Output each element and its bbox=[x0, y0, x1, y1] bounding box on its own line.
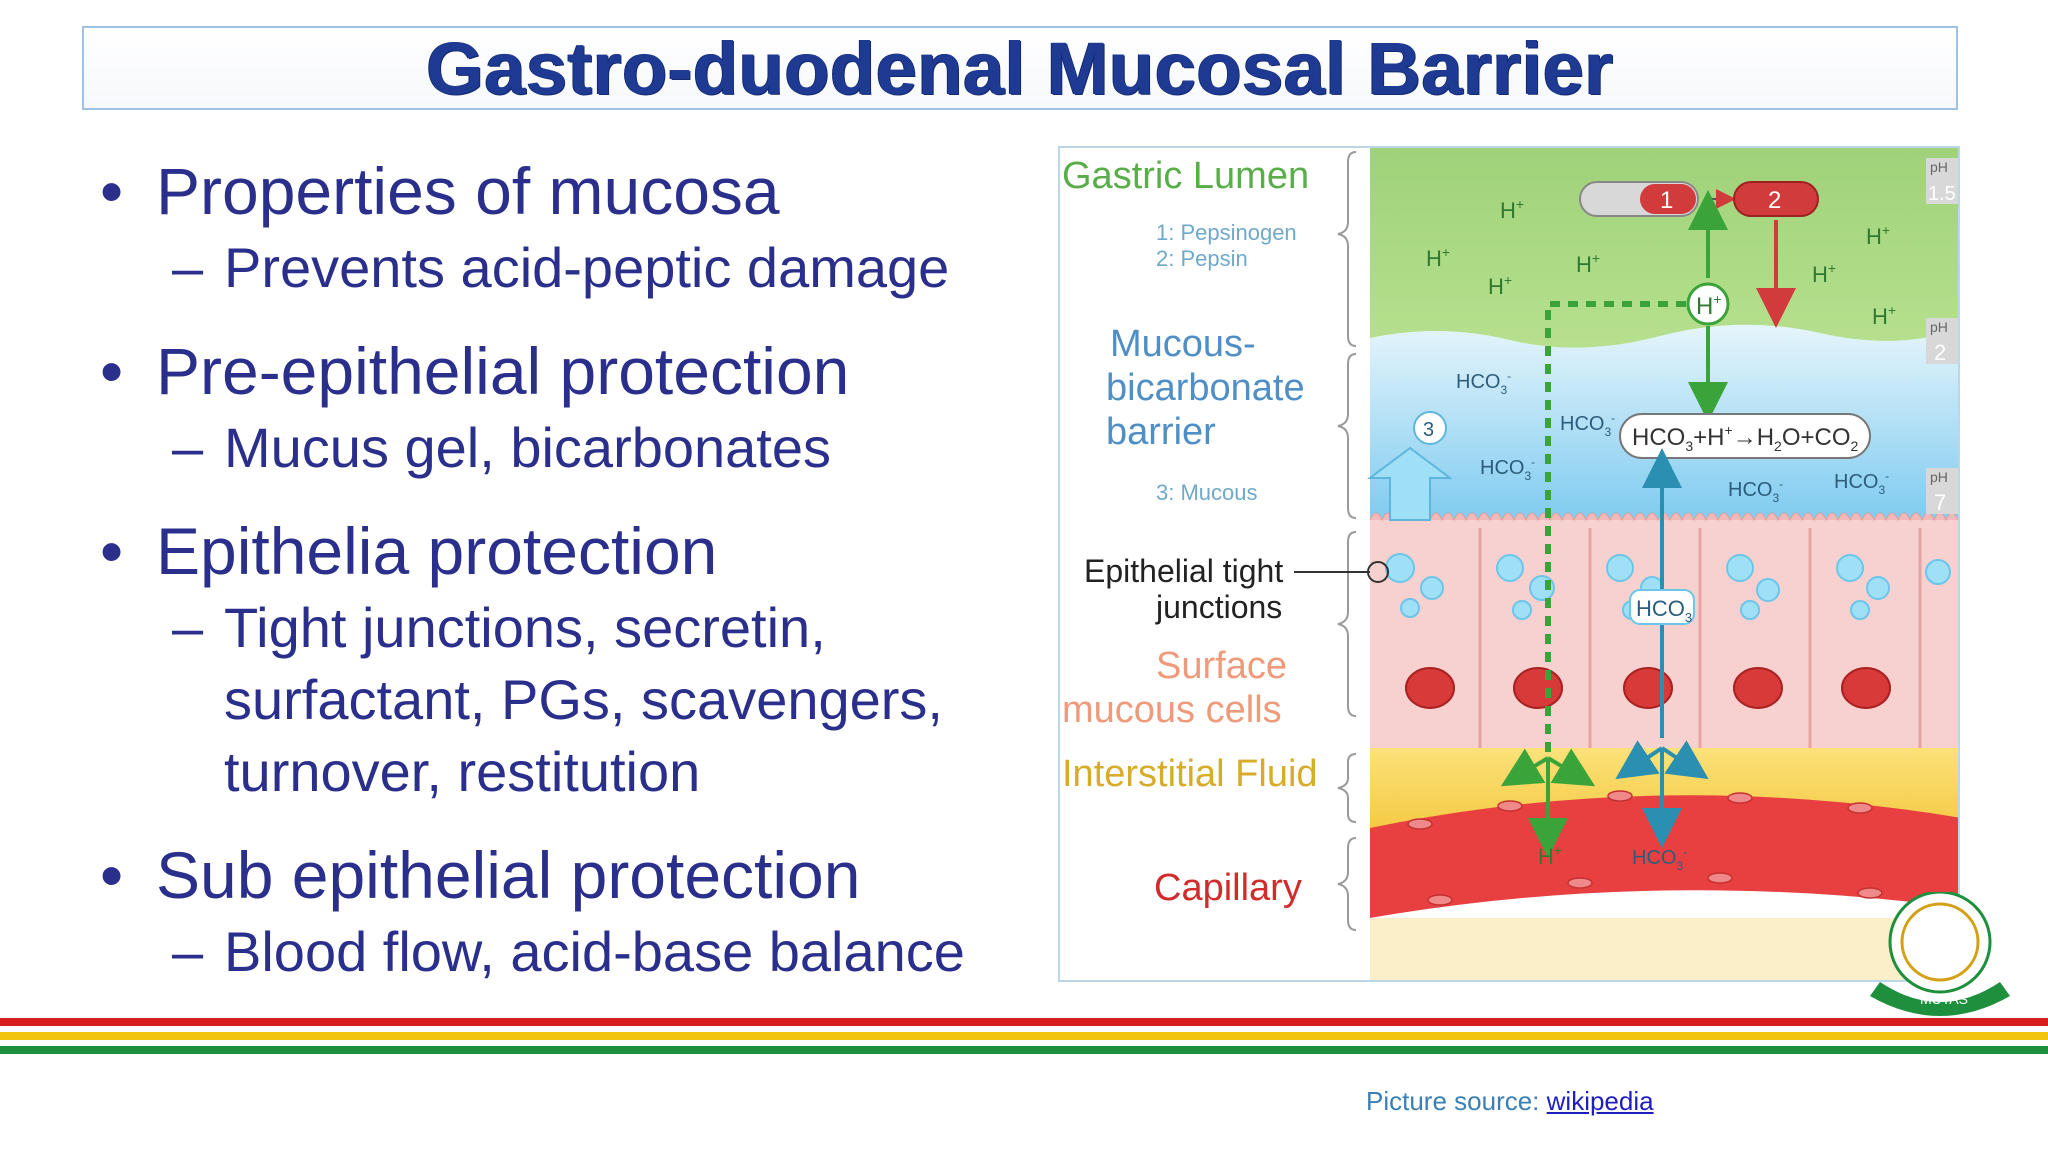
bullet-item: •Sub epithelial protection bbox=[100, 834, 1040, 916]
bullet-icon: • bbox=[100, 154, 124, 228]
tight-junction-pointer bbox=[1294, 561, 1389, 583]
bullet-icon: • bbox=[100, 514, 124, 588]
label-legend-mucous: 3: Mucous bbox=[1156, 480, 1258, 505]
diagram-svg: Gastric Lumen 1: Pepsinogen 2: Pepsin Mu… bbox=[1060, 148, 1958, 980]
svg-text:HCO3-: HCO3- bbox=[1728, 477, 1783, 505]
dash-icon: – bbox=[172, 416, 204, 479]
svg-text:HCO3-: HCO3- bbox=[1560, 411, 1615, 439]
ph-scale: pH 1.5 pH 2 pH 7 bbox=[1926, 158, 1958, 515]
pepsin-capsule: 2 bbox=[1733, 181, 1819, 217]
label-pepsinogen: 1: Pepsinogen bbox=[1156, 220, 1297, 245]
wikipedia-link[interactable]: wikipedia bbox=[1546, 1086, 1654, 1116]
svg-text:pH: pH bbox=[1930, 319, 1948, 335]
svg-text:H+: H+ bbox=[1872, 302, 1896, 329]
sub-bullet-item: –Tight junctions, secretin, bbox=[100, 592, 1040, 664]
dash-icon: – bbox=[172, 236, 204, 299]
svg-text:H+: H+ bbox=[1576, 250, 1600, 277]
ph-value-7: 7 bbox=[1934, 490, 1946, 515]
label-bicarbonate: bicarbonate bbox=[1106, 367, 1305, 409]
label-tight-junctions-2: junctions bbox=[1155, 589, 1282, 625]
bullet-list: •Properties of mucosa –Prevents acid-pep… bbox=[100, 150, 1040, 988]
layer-capillary bbox=[1370, 790, 1958, 980]
label-mucous: Mucous- bbox=[1110, 323, 1256, 365]
sub-bullet-item: –Blood flow, acid-base balance bbox=[100, 916, 1040, 988]
bullet-icon: • bbox=[100, 334, 124, 408]
svg-text:1: 1 bbox=[1660, 187, 1673, 214]
bullet-icon: • bbox=[100, 838, 124, 912]
slide-title: Gastro-duodenal Mucosal Barrier bbox=[426, 26, 1614, 110]
hco3-labels: HCO3- HCO3- HCO3- HCO3- HCO3- HCO3- bbox=[1456, 369, 1889, 873]
svg-text:HCO3-: HCO3- bbox=[1834, 469, 1889, 497]
svg-text:H+: H+ bbox=[1696, 291, 1722, 320]
label-surface-mucous-cells: mucous cells bbox=[1062, 689, 1282, 731]
svg-text:pH: pH bbox=[1930, 469, 1948, 485]
sub-bullet-item: –Mucus gel, bicarbonates bbox=[100, 412, 1040, 484]
sub-bullet-continuation: turnover, restitution bbox=[224, 740, 701, 803]
dash-icon: – bbox=[172, 596, 204, 659]
mucus-secretion-arrow: 3 bbox=[1367, 411, 1453, 521]
svg-text:HCO3-: HCO3- bbox=[1480, 455, 1535, 483]
svg-text:H+: H+ bbox=[1488, 272, 1512, 299]
label-capillary: Capillary bbox=[1154, 867, 1302, 909]
decorative-stripes bbox=[0, 1018, 2048, 1054]
svg-text:H+: H+ bbox=[1426, 244, 1450, 271]
svg-text:HCO3-: HCO3- bbox=[1632, 845, 1687, 873]
picture-source: Picture source: wikipedia bbox=[1366, 1086, 1654, 1116]
neutralization-reaction: HCO3+H+→H2O+CO2 bbox=[1619, 413, 1871, 459]
label-barrier: barrier bbox=[1106, 411, 1216, 453]
mucosal-barrier-diagram: Gastric Lumen 1: Pepsinogen 2: Pepsin Mu… bbox=[1058, 146, 1960, 982]
ph-value-1-5: 1.5 bbox=[1928, 183, 1956, 205]
sub-bullet-item: –Prevents acid-peptic damage bbox=[100, 232, 1040, 304]
sub-bullet-continuation: surfactant, PGs, scavengers, bbox=[224, 668, 943, 731]
ph-value-2: 2 bbox=[1934, 340, 1946, 365]
svg-text:H+: H+ bbox=[1866, 222, 1890, 249]
label-braces bbox=[1337, 151, 1357, 931]
capillary-h-ion: H+ bbox=[1538, 842, 1562, 869]
h-back-diffusion-path bbox=[1545, 301, 1686, 754]
bullet-item: •Properties of mucosa bbox=[100, 150, 1040, 232]
svg-text:HCO3+H+→H2O+CO2: HCO3+H+→H2O+CO2 bbox=[1632, 422, 1859, 454]
label-pepsin: 2: Pepsin bbox=[1156, 246, 1248, 271]
title-bar: Gastro-duodenal Mucosal Barrier bbox=[82, 26, 1958, 110]
svg-text:3: 3 bbox=[1423, 419, 1434, 441]
hco3-secretion-path: HCO3 bbox=[1615, 448, 1709, 848]
bullet-item: •Pre-epithelial protection bbox=[100, 330, 1040, 412]
pepsinogen-capsule: 1 bbox=[1579, 181, 1699, 217]
label-surface: Surface bbox=[1156, 645, 1287, 687]
mutas-logo: MUTAS bbox=[1850, 890, 2040, 1016]
dash-icon: – bbox=[172, 920, 204, 983]
svg-text:H+: H+ bbox=[1500, 196, 1524, 223]
svg-text:2: 2 bbox=[1768, 187, 1781, 214]
label-interstitial-fluid: Interstitial Fluid bbox=[1062, 753, 1318, 795]
h-ion-circle: H+ bbox=[1686, 190, 1730, 422]
svg-text:pH: pH bbox=[1930, 159, 1948, 175]
label-gastric-lumen: Gastric Lumen bbox=[1062, 155, 1309, 197]
svg-text:H+: H+ bbox=[1812, 260, 1836, 287]
bullet-item: •Epithelia protection bbox=[100, 510, 1040, 592]
layer-epithelium bbox=[1369, 512, 1958, 748]
svg-text:MUTAS: MUTAS bbox=[1920, 991, 1968, 1007]
svg-text:HCO3-: HCO3- bbox=[1456, 369, 1511, 397]
label-tight-junctions-1: Epithelial tight bbox=[1084, 553, 1283, 589]
h-ions: H+ H+ H+ H+ H+ H+ H+ bbox=[1426, 196, 1896, 329]
svg-text:HCO3: HCO3 bbox=[1636, 596, 1692, 625]
